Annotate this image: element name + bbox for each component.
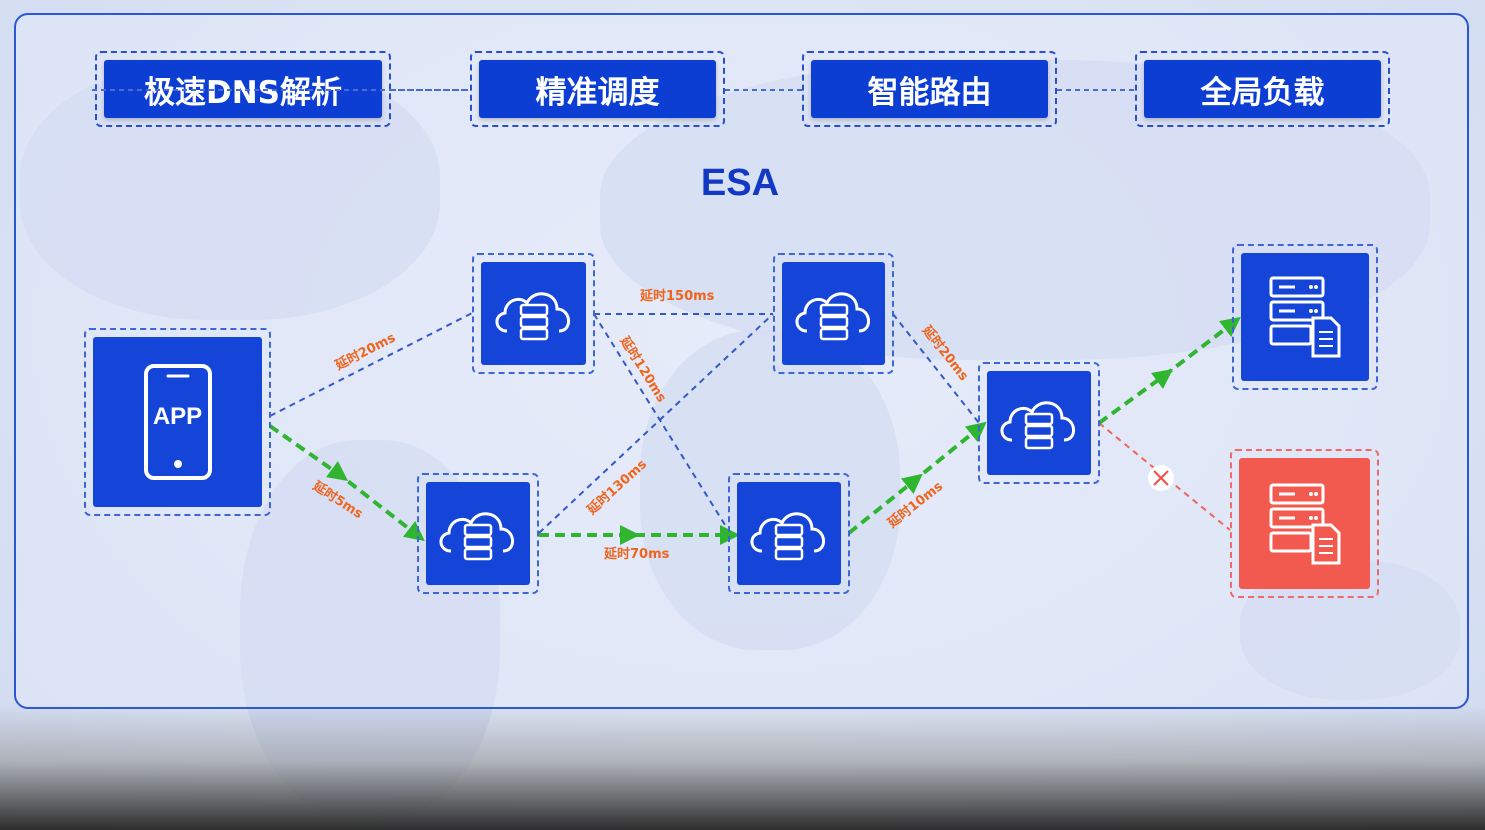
app-node-inner: APP bbox=[93, 337, 262, 507]
app-label: APP bbox=[152, 403, 203, 430]
edge-node-bottom-right bbox=[728, 473, 850, 594]
route-edge-to-origin bbox=[1097, 316, 1241, 425]
server-document-icon bbox=[1269, 276, 1341, 358]
latency-label: 延时150ms bbox=[639, 288, 715, 304]
edge-node-gateway bbox=[978, 362, 1100, 484]
origin-server-failed bbox=[1230, 449, 1379, 598]
latency-label: 延时20ms bbox=[332, 330, 399, 375]
latency-label: 延时120ms bbox=[616, 333, 670, 406]
latency-label: 延时70ms bbox=[603, 546, 670, 562]
feature-load-balancing: 全局负载 bbox=[1135, 51, 1390, 127]
link-top-to-bottom-cross bbox=[593, 313, 731, 534]
link-top-to-edge bbox=[892, 313, 980, 424]
feature-load-balancing-label: 全局负载 bbox=[1144, 60, 1381, 118]
close-icon bbox=[1148, 465, 1174, 491]
feature-scheduling: 精准调度 bbox=[470, 51, 725, 127]
route-app-to-node bbox=[268, 424, 425, 542]
feature-routing: 智能路由 bbox=[802, 51, 1057, 127]
edge-node-bottom-left bbox=[417, 473, 539, 594]
latency-label: 延时5ms bbox=[309, 477, 366, 522]
edge-node-top-left bbox=[472, 253, 595, 374]
app-node: APP bbox=[84, 328, 271, 516]
feature-scheduling-label: 精准调度 bbox=[479, 60, 716, 118]
server-document-icon bbox=[1269, 483, 1340, 564]
latency-label: 延时20ms bbox=[918, 322, 972, 384]
link-app-to-top-node bbox=[269, 311, 475, 417]
optimal-route bbox=[268, 316, 1241, 545]
link-bottom-to-top-cross bbox=[538, 313, 774, 534]
smartphone-icon bbox=[143, 364, 212, 480]
diagram-title: ESA bbox=[700, 162, 780, 204]
cloud-server-icon bbox=[495, 292, 570, 340]
cloud-server-icon bbox=[795, 292, 870, 340]
bottom-shadow bbox=[0, 705, 1485, 830]
latency-label: 延时10ms bbox=[884, 478, 946, 532]
route-node-to-edge bbox=[847, 421, 987, 535]
cloud-server-icon bbox=[439, 512, 514, 560]
cloud-server-icon bbox=[750, 512, 825, 560]
edge-node-top-right bbox=[773, 253, 894, 374]
origin-server-healthy bbox=[1232, 244, 1378, 390]
latency-label: 延时130ms bbox=[583, 456, 650, 519]
cloud-server-icon bbox=[1000, 401, 1075, 450]
feature-routing-label: 智能路由 bbox=[811, 60, 1048, 118]
